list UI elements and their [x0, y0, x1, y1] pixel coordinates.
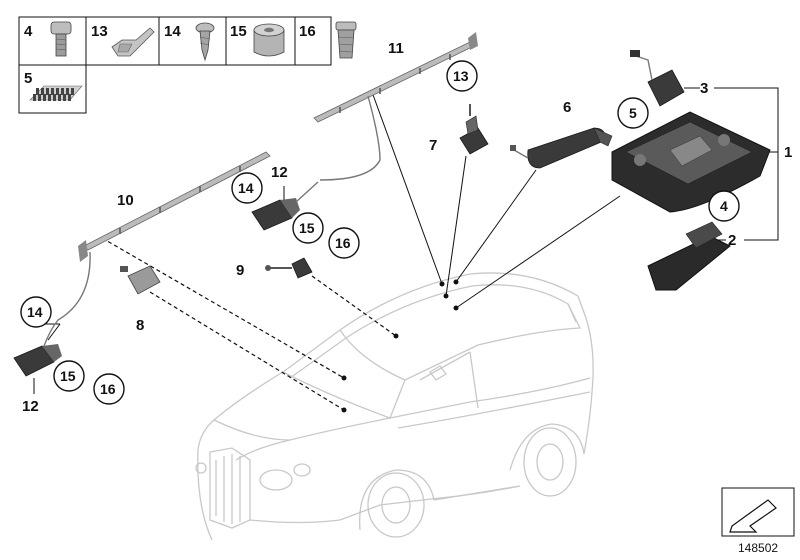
circled-callouts — [20, 60, 740, 405]
roof-console-unit — [611, 111, 771, 213]
callout-12-right: 12 — [271, 164, 288, 181]
callout-2: 2 — [728, 232, 736, 249]
callout-11: 11 — [388, 40, 404, 57]
callout-3: 3 — [700, 80, 708, 97]
legend-label-4: 4 — [24, 23, 33, 40]
legend-label-15: 15 — [230, 23, 247, 40]
callout-14-right: 14 — [238, 180, 254, 196]
trim-strip-10 — [43, 151, 271, 347]
attach-points — [341, 279, 459, 413]
callout-10: 10 — [117, 192, 134, 209]
screw-4-illustration — [50, 21, 72, 57]
small-parts-legend: 4 13 14 15 16 5 — [18, 16, 357, 114]
lamp-9 — [265, 257, 313, 279]
callout-15-right: 15 — [299, 220, 315, 236]
callout-9: 9 — [236, 262, 244, 279]
legend-label-5: 5 — [24, 70, 32, 87]
bulb-set-5-illustration — [29, 85, 83, 101]
screw-14-illustration — [195, 22, 215, 62]
callout-15-left: 15 — [60, 368, 76, 384]
callout-16-right: 16 — [335, 235, 351, 251]
legend-label-13: 13 — [91, 23, 108, 40]
callout-12-left: 12 — [22, 398, 39, 415]
arrow-icon — [729, 499, 777, 533]
expanding-nut-16-illustration — [335, 21, 357, 59]
reference-box: 148502 — [721, 487, 795, 555]
trim-strip-11 — [313, 32, 478, 181]
interior-lamp-8 — [120, 265, 161, 295]
legend-label-14: 14 — [164, 23, 181, 40]
callout-5: 5 — [629, 105, 637, 121]
switch-7 — [459, 104, 489, 155]
callout-8: 8 — [136, 317, 144, 334]
legend-label-16: 16 — [299, 23, 316, 40]
callout-16-left: 16 — [100, 381, 116, 397]
callout-7: 7 — [429, 137, 437, 154]
callout-13: 13 — [453, 68, 469, 84]
callout-14-left: 14 — [27, 304, 43, 320]
cover-plate-2 — [647, 221, 731, 291]
callout-1: 1 — [784, 144, 792, 161]
car-outline — [195, 272, 594, 541]
reference-number: 148502 — [738, 541, 778, 555]
leader-lines — [33, 87, 779, 411]
spacer-15-illustration — [253, 23, 285, 57]
clip-13-illustration — [111, 27, 155, 57]
module-3 — [630, 50, 685, 107]
callout-6: 6 — [563, 99, 571, 116]
lamp-unit-12-right — [251, 181, 319, 231]
callout-4: 4 — [720, 198, 728, 214]
reading-lamp-6 — [510, 127, 613, 169]
lamp-unit-12-left — [13, 344, 62, 377]
